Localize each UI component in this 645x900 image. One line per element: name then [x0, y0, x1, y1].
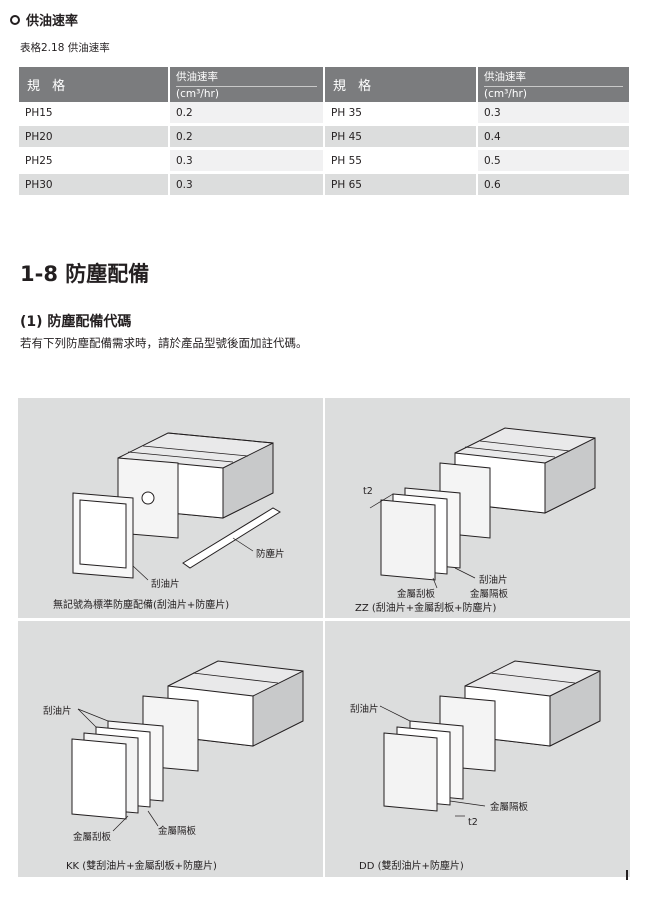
header-rate-b-unit: (cm³/hr): [484, 86, 623, 100]
table-caption: 表格2.18 供油速率: [20, 42, 110, 54]
label-t2: t2: [468, 817, 478, 828]
header-rate-a-line1: 供油速率: [176, 71, 218, 83]
figure-zz: t2 刮油片 金屬刮板 金屬隔板 ZZ (刮油片+金屬刮板+防塵片): [325, 398, 630, 618]
label-scraper: 刮油片: [350, 704, 379, 715]
label-metal-spacer: 金屬隔板: [490, 802, 529, 813]
edge-mark: [626, 870, 628, 880]
section-heading: 1-8 防塵配備: [20, 262, 150, 286]
label-scraper: 刮油片: [151, 579, 180, 590]
intro-paragraph: 若有下列防塵配備需求時，請於產品型號後面加註代碼。: [20, 336, 308, 350]
figure-kk-drawing: [71, 660, 304, 832]
header-rate-b-line1: 供油速率: [484, 71, 526, 83]
circle-icon: [10, 14, 20, 25]
figure-standard: 防塵片 刮油片 無記號為標準防塵配備(刮油片+防塵片): [18, 398, 323, 618]
table-row: PH30 0.3 PH 65 0.6: [19, 172, 631, 198]
cell-spec-b: PH 45: [324, 124, 478, 150]
cell-spec-a: PH20: [19, 124, 170, 150]
subsection-heading: (1) 防塵配備代碼: [20, 314, 132, 330]
label-dust-cover: 防塵片: [256, 549, 285, 560]
cell-rate-b: 0.3: [477, 102, 631, 126]
cell-rate-b: 0.6: [477, 172, 631, 198]
label-scraper: 刮油片: [479, 575, 508, 586]
cell-rate-b: 0.4: [477, 124, 631, 150]
table-row: PH20 0.2 PH 45 0.4: [19, 124, 631, 150]
cell-spec-a: PH15: [19, 102, 170, 126]
table-row: PH15 0.2 PH 35 0.3: [19, 102, 631, 126]
label-t2: t2: [363, 486, 373, 497]
figure-dd-caption: DD (雙刮油片+防塵片): [359, 861, 464, 872]
cell-rate-a: 0.3: [169, 172, 325, 198]
cell-spec-b: PH 55: [324, 148, 478, 174]
label-scraper: 刮油片: [43, 706, 72, 717]
header-spec-a: 規 格: [19, 67, 170, 102]
figure-zz-drawing: [369, 427, 596, 589]
section-header: 供油速率: [10, 10, 78, 29]
cell-spec-a: PH25: [19, 148, 170, 174]
cell-rate-a: 0.3: [169, 148, 325, 174]
label-metal-spacer: 金屬隔板: [158, 826, 197, 837]
label-metal-scraper: 金屬刮板: [73, 832, 112, 843]
figure-dd: 刮油片 金屬隔板 t2 DD (雙刮油片+防塵片): [325, 621, 630, 877]
figure-standard-drawing: [72, 432, 281, 581]
table-header-row: 規 格 供油速率 (cm³/hr) 規 格 供油速率 (cm³/hr): [19, 67, 631, 102]
cell-spec-b: PH 65: [324, 172, 478, 198]
figure-zz-caption: ZZ (刮油片+金屬刮板+防塵片): [355, 603, 497, 614]
oil-supply-table: 規 格 供油速率 (cm³/hr) 規 格 供油速率 (cm³/hr) PH15…: [19, 67, 631, 198]
cell-spec-b: PH 35: [324, 102, 478, 126]
label-metal-scraper: 金屬刮板: [397, 589, 436, 600]
figure-standard-caption: 無記號為標準防塵配備(刮油片+防塵片): [53, 600, 230, 611]
figure-kk: 刮油片 金屬刮板 金屬隔板 KK (雙刮油片+金屬刮板+防塵片): [18, 621, 323, 877]
header-spec-b: 規 格: [324, 67, 478, 102]
header-rate-b: 供油速率 (cm³/hr): [477, 67, 631, 102]
figure-dd-drawing: [379, 660, 601, 817]
header-rate-a-unit: (cm³/hr): [176, 86, 317, 100]
cell-spec-a: PH30: [19, 172, 170, 198]
cell-rate-a: 0.2: [169, 102, 325, 126]
header-rate-a: 供油速率 (cm³/hr): [169, 67, 325, 102]
cell-rate-b: 0.5: [477, 148, 631, 174]
table-row: PH25 0.3 PH 55 0.5: [19, 148, 631, 174]
label-metal-spacer: 金屬隔板: [470, 589, 509, 600]
section-title: 供油速率: [26, 14, 79, 29]
figure-kk-caption: KK (雙刮油片+金屬刮板+防塵片): [66, 861, 217, 872]
cell-rate-a: 0.2: [169, 124, 325, 150]
